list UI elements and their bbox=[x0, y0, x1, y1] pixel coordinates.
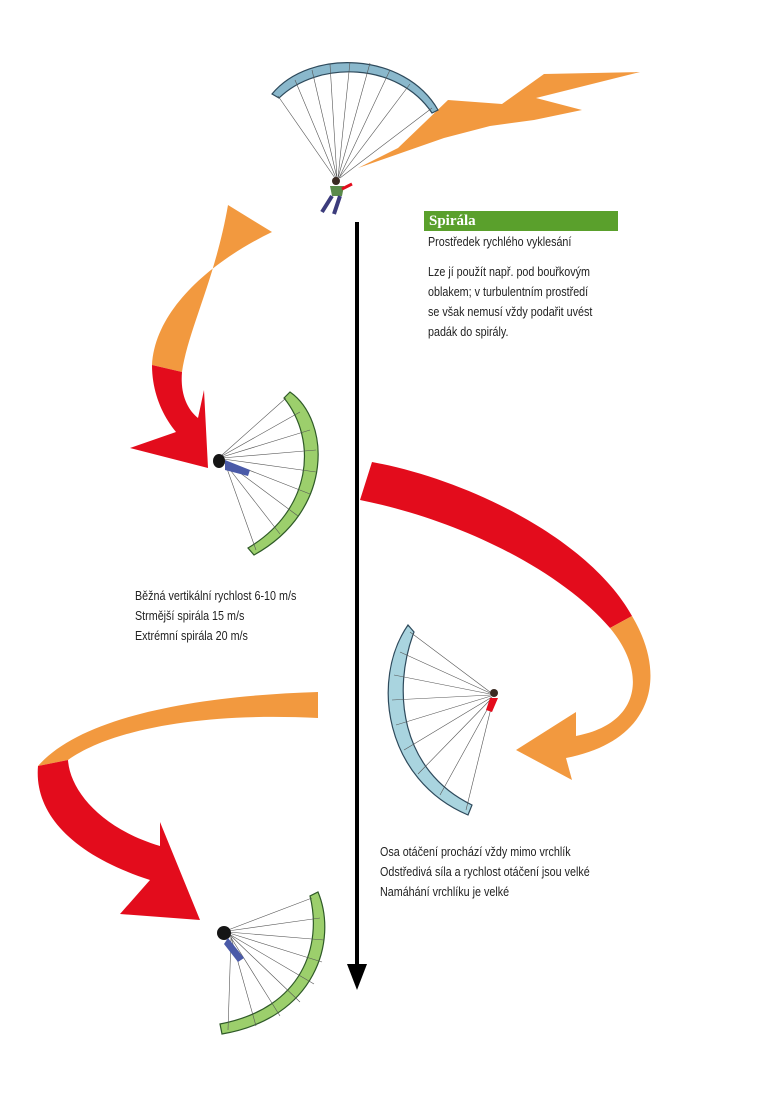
info-subtitle: Prostředek rychlého vyklesání bbox=[428, 235, 572, 249]
paraglider-blue bbox=[387, 624, 498, 816]
paraglider-green-2 bbox=[217, 891, 326, 1035]
speed-line: Extrémní spirála 20 m/s bbox=[135, 629, 248, 643]
info-title: Spirála bbox=[424, 211, 618, 231]
lightning-bolt bbox=[358, 72, 640, 168]
notes-list: Osa otáčení prochází vždy mimo vrchlík O… bbox=[380, 842, 590, 902]
note-line: Osa otáčení prochází vždy mimo vrchlík bbox=[380, 845, 571, 859]
speed-line: Strmější spirála 15 m/s bbox=[135, 609, 245, 623]
speed-line: Běžná vertikální rychlost 6-10 m/s bbox=[135, 589, 297, 603]
paraglider-top bbox=[271, 61, 439, 215]
paraglider-green-1 bbox=[213, 391, 319, 556]
info-description-line: oblakem; v turbulentním prostředí bbox=[428, 285, 589, 299]
turn-arrow-red-1 bbox=[130, 365, 208, 468]
turn-arrow-orange-3 bbox=[38, 692, 318, 766]
turn-arrow-red-2 bbox=[360, 462, 632, 628]
info-description-line: Lze jí použít např. pod bouřkovým bbox=[428, 265, 590, 279]
info-description-line: se však nemusí vždy podařit uvést bbox=[428, 305, 593, 319]
note-line: Odstředivá síla a rychlost otáčení jsou … bbox=[380, 865, 590, 879]
info-description-line: padák do spirály. bbox=[428, 325, 509, 339]
turn-arrow-orange-2 bbox=[516, 616, 651, 780]
speed-list: Běžná vertikální rychlost 6-10 m/s Strmě… bbox=[135, 586, 296, 646]
note-line: Namáhání vrchlíku je velké bbox=[380, 885, 510, 899]
turn-arrow-red-3 bbox=[37, 760, 201, 920]
info-description: Lze jí použít např. pod bouřkovým oblake… bbox=[428, 262, 592, 342]
rotation-axis-arrow bbox=[347, 222, 367, 990]
turn-arrow-orange-1 bbox=[152, 205, 272, 372]
